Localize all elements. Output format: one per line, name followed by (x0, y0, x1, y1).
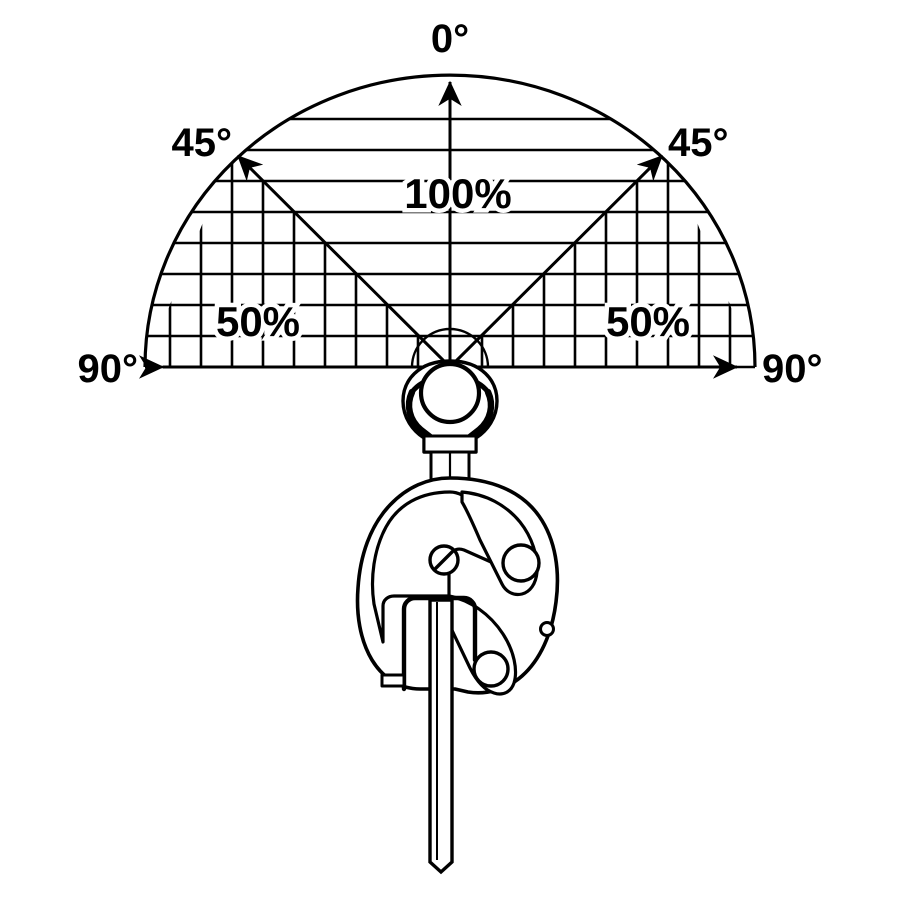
cam-pivot-hole (501, 543, 541, 583)
vertical-lifting-clamp (355, 359, 560, 696)
diagram-labels: 0° 45° 45° 90° 90° 100% 50% 50% (78, 17, 823, 391)
lower-pivot-hole (472, 650, 510, 688)
jaw-lip (380, 673, 406, 688)
steel-plate-body (428, 598, 454, 875)
center-angle-arc (410, 327, 490, 368)
shackle-collar (422, 434, 478, 454)
label-0-degrees: 0° (431, 17, 469, 61)
right-45-degree-ray (448, 154, 664, 369)
left-45-degree-ray (236, 154, 452, 369)
label-left-90-degrees: 90° (78, 347, 139, 391)
label-100-percent: 100% (404, 170, 511, 217)
shackle-right-arm (466, 388, 495, 441)
label-right-50-percent: 50% (606, 298, 690, 345)
label-right-45-degrees: 45° (668, 121, 729, 165)
jaw-opening (401, 595, 478, 692)
dome-arc-outline (143, 73, 757, 368)
shackle-ring-hole (418, 361, 482, 425)
label-left-50-percent: 50% (216, 298, 300, 345)
label-right-90-degrees: 90° (762, 347, 823, 391)
steel-plate (428, 598, 454, 875)
side-rivet (539, 621, 555, 637)
shackle-left-arm (405, 388, 434, 441)
label-left-45-degrees: 45° (172, 121, 233, 165)
locking-screw-slot (433, 549, 455, 571)
